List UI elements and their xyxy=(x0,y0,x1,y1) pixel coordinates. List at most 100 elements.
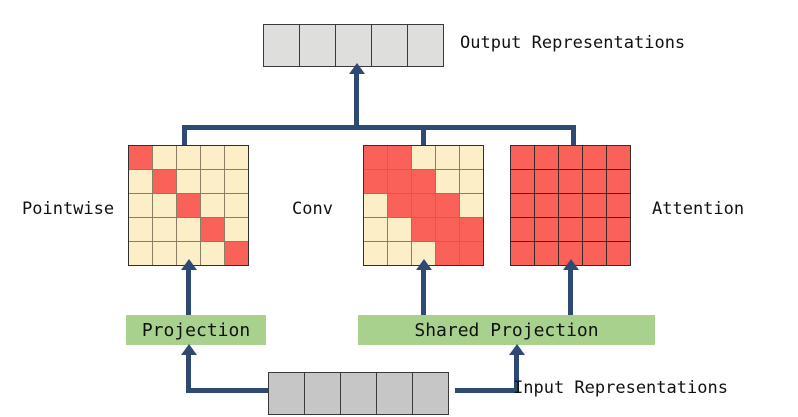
arrow-to-output-icon xyxy=(348,63,365,74)
matrix-cell xyxy=(436,146,459,169)
matrix-cell xyxy=(607,170,630,193)
input-representations-label: Input Representations xyxy=(513,378,728,398)
arrow-projection-to-pointwise-icon xyxy=(180,259,197,270)
matrix-cell xyxy=(460,170,483,193)
arrow-input-to-shared-icon xyxy=(508,344,525,355)
matrix-cell xyxy=(177,218,200,241)
pointwise-matrix xyxy=(128,145,249,266)
connector-shared-to-attention xyxy=(568,268,573,317)
matrix-cell xyxy=(559,146,582,169)
matrix-cell xyxy=(535,170,558,193)
matrix-cell xyxy=(153,146,176,169)
matrix-cell xyxy=(129,242,152,265)
matrix-cell xyxy=(129,146,152,169)
matrix-cell xyxy=(607,218,630,241)
matrix-cell xyxy=(412,146,435,169)
matrix-cell xyxy=(583,170,606,193)
conv-label: Conv xyxy=(292,199,333,219)
matrix-cell xyxy=(388,194,411,217)
matrix-cell xyxy=(364,218,387,241)
matrix-cell xyxy=(364,242,387,265)
matrix-cell xyxy=(412,194,435,217)
matrix-cell xyxy=(511,170,534,193)
matrix-cell xyxy=(583,218,606,241)
matrix-cell xyxy=(607,194,630,217)
matrix-cell xyxy=(225,242,248,265)
matrix-cell xyxy=(436,170,459,193)
connector-input-to-shared-horizontal xyxy=(455,388,519,393)
matrix-cell xyxy=(388,218,411,241)
input-token-cell xyxy=(304,372,342,415)
matrix-cell xyxy=(583,194,606,217)
matrix-cell xyxy=(364,146,387,169)
matrix-cell xyxy=(511,146,534,169)
matrix-cell xyxy=(607,146,630,169)
output-token-cell xyxy=(371,24,409,67)
matrix-cell xyxy=(388,170,411,193)
matrix-cell xyxy=(607,242,630,265)
matrix-cell xyxy=(129,170,152,193)
matrix-cell xyxy=(177,170,200,193)
matrix-cell xyxy=(153,194,176,217)
output-representations-row xyxy=(263,24,450,67)
matrix-cell xyxy=(460,194,483,217)
input-token-cell xyxy=(268,372,306,415)
pointwise-label: Pointwise xyxy=(22,199,115,219)
matrix-cell xyxy=(201,218,224,241)
matrix-cell xyxy=(225,194,248,217)
matrix-cell xyxy=(225,146,248,169)
projection-box[interactable]: Projection xyxy=(126,315,266,345)
output-token-cell xyxy=(263,24,301,67)
matrix-cell xyxy=(388,242,411,265)
matrix-cell xyxy=(153,170,176,193)
matrix-cell xyxy=(460,218,483,241)
connector-bus-stem xyxy=(354,72,359,127)
attention-label: Attention xyxy=(652,199,745,219)
matrix-cell xyxy=(535,146,558,169)
input-token-cell xyxy=(340,372,378,415)
arrow-input-to-projection-icon xyxy=(180,344,197,355)
matrix-cell xyxy=(559,170,582,193)
conv-matrix xyxy=(363,145,484,266)
matrix-cell xyxy=(535,218,558,241)
matrix-cell xyxy=(559,194,582,217)
matrix-cell xyxy=(129,194,152,217)
output-token-cell xyxy=(407,24,445,67)
matrix-cell xyxy=(460,146,483,169)
connector-drop-attention xyxy=(571,125,576,148)
connector-projection-to-pointwise xyxy=(186,268,191,317)
output-token-cell xyxy=(299,24,337,67)
matrix-cell xyxy=(511,218,534,241)
matrix-cell xyxy=(535,242,558,265)
matrix-cell xyxy=(201,242,224,265)
connector-input-to-projection-horizontal xyxy=(186,388,270,393)
matrix-cell xyxy=(535,194,558,217)
matrix-cell xyxy=(412,218,435,241)
arrow-shared-to-attention-icon xyxy=(562,259,579,270)
matrix-cell xyxy=(436,242,459,265)
matrix-cell xyxy=(436,218,459,241)
matrix-cell xyxy=(583,242,606,265)
input-representations-row xyxy=(268,372,455,415)
matrix-cell xyxy=(559,218,582,241)
shared-projection-box[interactable]: Shared Projection xyxy=(358,315,655,345)
matrix-cell xyxy=(388,146,411,169)
matrix-cell xyxy=(364,194,387,217)
matrix-cell xyxy=(201,146,224,169)
input-token-cell xyxy=(412,372,450,415)
connector-drop-pointwise xyxy=(182,125,187,148)
output-token-cell xyxy=(335,24,373,67)
attention-matrix xyxy=(510,145,631,266)
arrow-shared-to-conv-icon xyxy=(415,259,432,270)
matrix-cell xyxy=(225,170,248,193)
matrix-cell xyxy=(201,194,224,217)
connector-input-to-projection-vertical xyxy=(186,352,191,392)
matrix-cell xyxy=(364,170,387,193)
matrix-cell xyxy=(583,146,606,169)
matrix-cell xyxy=(153,218,176,241)
connector-shared-to-conv xyxy=(421,268,426,317)
output-representations-label: Output Representations xyxy=(460,33,686,53)
matrix-cell xyxy=(129,218,152,241)
matrix-cell xyxy=(225,218,248,241)
